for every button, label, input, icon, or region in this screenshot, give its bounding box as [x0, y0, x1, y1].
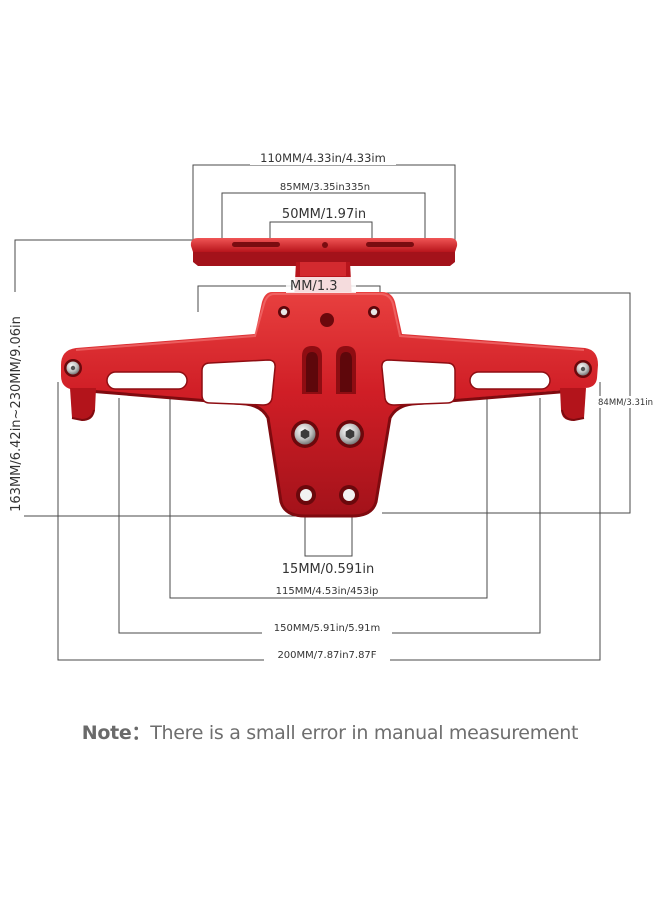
right-hook — [560, 388, 586, 421]
bolt-center-right — [336, 420, 364, 448]
note-label: Note： — [81, 722, 151, 744]
slot-left-outer — [106, 371, 188, 390]
dim-upper-hole-spacing: MM/1.3 — [290, 279, 338, 294]
main-body — [61, 292, 598, 516]
top-slot-right — [366, 242, 414, 247]
top-plate-side — [193, 251, 455, 266]
dim-overall-height: 163MM/6.42in~230MM/9.06in — [9, 316, 24, 512]
bolt-center-left — [291, 420, 319, 448]
dim-outer-slot-width: 150MM/5.91in/5.91m — [274, 623, 380, 634]
top-plate-hole — [322, 242, 328, 248]
upper-hole-center — [320, 313, 334, 327]
dimension-labels: 110MM/4.33in/4.33im 85MM/3.35in335n 50MM… — [6, 151, 659, 661]
slot-right-outer — [469, 371, 551, 390]
dim-side-height: 84MM/3.31in — [598, 398, 653, 408]
note-text: There is a small error in manual measure… — [150, 722, 579, 744]
window-left — [201, 359, 276, 406]
dim-top-width: 110MM/4.33in/4.33im — [260, 151, 386, 165]
measurement-note: Note：There is a small error in manual me… — [0, 718, 660, 745]
left-hook — [70, 388, 96, 421]
bolt-left-end — [64, 359, 82, 377]
lower-hole-left — [296, 485, 316, 505]
lower-hole-right — [339, 485, 359, 505]
dim-total-width: 200MM/7.87in7.87F — [277, 650, 376, 661]
window-right — [381, 359, 456, 406]
dim-bottom-hole-spacing: 15MM/0.591in — [282, 562, 374, 577]
dim-top-slot-spacing: 50MM/1.97in — [282, 207, 366, 222]
license-plate-bracket — [61, 238, 598, 518]
top-slot-left — [232, 242, 280, 247]
dim-inner-slot-width: 115MM/4.53in/453ip — [276, 586, 379, 597]
dim-top-hole-spacing: 85MM/3.35in335n — [280, 182, 370, 193]
bolt-right-end — [574, 360, 592, 378]
